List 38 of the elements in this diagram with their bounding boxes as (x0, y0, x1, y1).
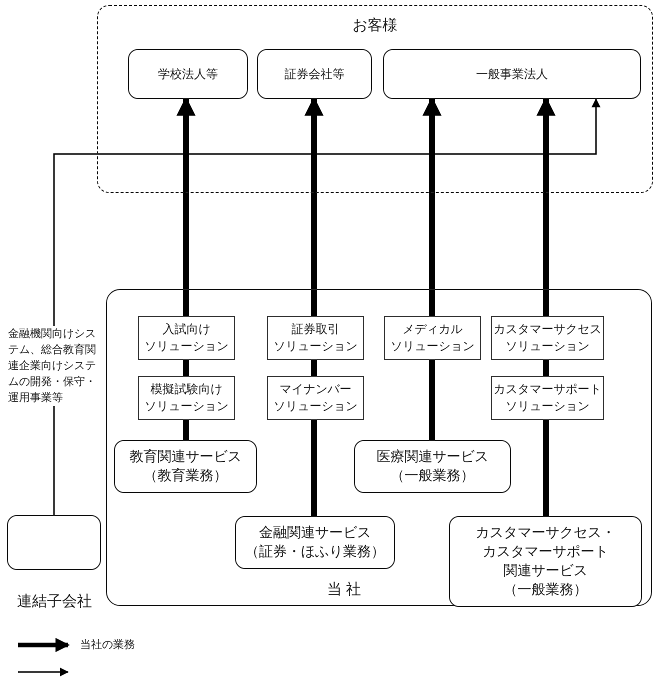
service-box (449, 516, 642, 607)
solution-box (138, 316, 235, 360)
arrow (536, 96, 556, 316)
box-label: 医療関連サービス（一般業務） (376, 448, 488, 486)
box-label: 一般事業法人 (476, 66, 548, 82)
customer-box (383, 49, 641, 99)
group-heading: お客様 (352, 16, 398, 35)
box-label: 金融関連サービス（証券・ほふり業務） (245, 524, 385, 562)
box-label: カスタマーサクセス・カスタマーサポート関連サービス（一般業務） (476, 524, 616, 600)
arrow (176, 96, 196, 316)
arrow (304, 96, 324, 316)
solution-box (267, 316, 364, 360)
subsidiary-box (7, 515, 101, 570)
legend-text: 当社の業務 (80, 638, 135, 652)
customer-group-box (97, 5, 653, 193)
box-label: 入試向けソリューション (144, 321, 228, 355)
service-box (114, 440, 257, 493)
customer-box (128, 49, 248, 99)
group-label: 連結子会社 (17, 592, 92, 611)
service-box (354, 440, 511, 493)
company-box (106, 289, 652, 606)
group-label: 当 社 (327, 580, 361, 599)
box-label: マイナンバーソリューション (274, 381, 358, 415)
arrow (422, 96, 442, 316)
box-label: 学校法人等 (158, 66, 218, 82)
customer-box (257, 49, 372, 99)
solution-box (384, 316, 481, 360)
arrow (53, 98, 600, 515)
solution-box (138, 376, 235, 420)
service-box (235, 516, 395, 569)
box-label: 証券取引ソリューション (274, 321, 358, 355)
box-label: 証券会社等 (284, 66, 344, 82)
box-label: 模擬試験向けソリューション (144, 381, 228, 415)
box-label: メディカルソリューション (390, 321, 474, 355)
solution-box (267, 376, 364, 420)
box-label: カスタマーサポートソリューション (494, 381, 602, 415)
box-label: カスタマーサクセスソリューション (494, 321, 602, 355)
box-label: 教育関連サービス（教育業務） (130, 448, 242, 486)
